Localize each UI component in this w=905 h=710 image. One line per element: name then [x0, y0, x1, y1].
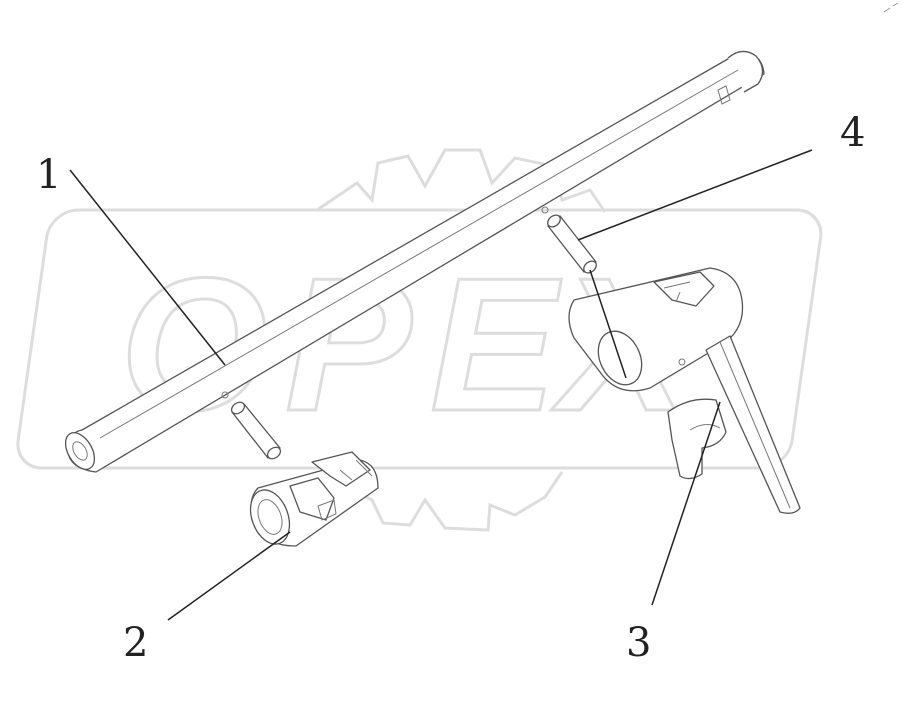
- shift-fork-jaw-inner: [689, 424, 721, 431]
- watermark-letter-e: E: [430, 239, 562, 451]
- shift-rod-end-bore: [72, 441, 88, 461]
- shift-rod-pin-hole-left: [221, 391, 229, 399]
- callout-number-3: 3: [626, 620, 651, 666]
- shift-rod-highlight-line: [99, 69, 739, 439]
- callout-number-1: 1: [36, 152, 61, 198]
- shift-fork-jaw: [667, 398, 727, 480]
- leader-line-1: [69, 169, 226, 366]
- shift-block-lug-lower: [289, 477, 335, 521]
- shift-block-slot: [317, 499, 337, 521]
- shift-block-lug-upper: [311, 451, 371, 487]
- part-4-spring-pin: [547, 214, 597, 274]
- leader-line-3: [651, 401, 721, 606]
- shift-fork-top-lug: [653, 271, 715, 307]
- part-1-shift-rod: [64, 50, 765, 473]
- shift-block-detail: [339, 459, 373, 481]
- shift-rod-far-end: [727, 50, 764, 93]
- rod-pin-left-head: [230, 401, 246, 415]
- callout-number-4: 4: [840, 110, 865, 156]
- rod-pin-left-tip: [266, 446, 282, 460]
- shift-rod-pin-hole-right: [541, 206, 549, 214]
- spring-pin-tip: [583, 260, 597, 274]
- shift-rod-end-face: [64, 432, 96, 470]
- shift-fork-pin-hole: [678, 358, 686, 366]
- leader-lines: [69, 149, 813, 621]
- callout-labels: 1 2 3 4: [36, 110, 865, 666]
- leader-line-4-continuation: [589, 269, 627, 379]
- rod-pin-left: [230, 401, 282, 460]
- shift-rod-detent-notch: [717, 85, 731, 105]
- shift-fork-top-lug-detail: [663, 281, 691, 303]
- leader-line-2: [167, 531, 291, 621]
- leader-line-4: [577, 149, 813, 241]
- part-2-shift-block: [249, 451, 379, 547]
- corner-scan-mark: [883, 2, 899, 13]
- shift-fork-arm-edge: [719, 341, 791, 509]
- shift-block-bore: [257, 499, 283, 535]
- callout-number-2: 2: [123, 620, 148, 666]
- part-3-shift-fork: [568, 267, 801, 514]
- watermark-badge-frame: [16, 208, 823, 470]
- shift-fork-arm: [705, 335, 801, 514]
- spring-pin-head: [547, 214, 561, 228]
